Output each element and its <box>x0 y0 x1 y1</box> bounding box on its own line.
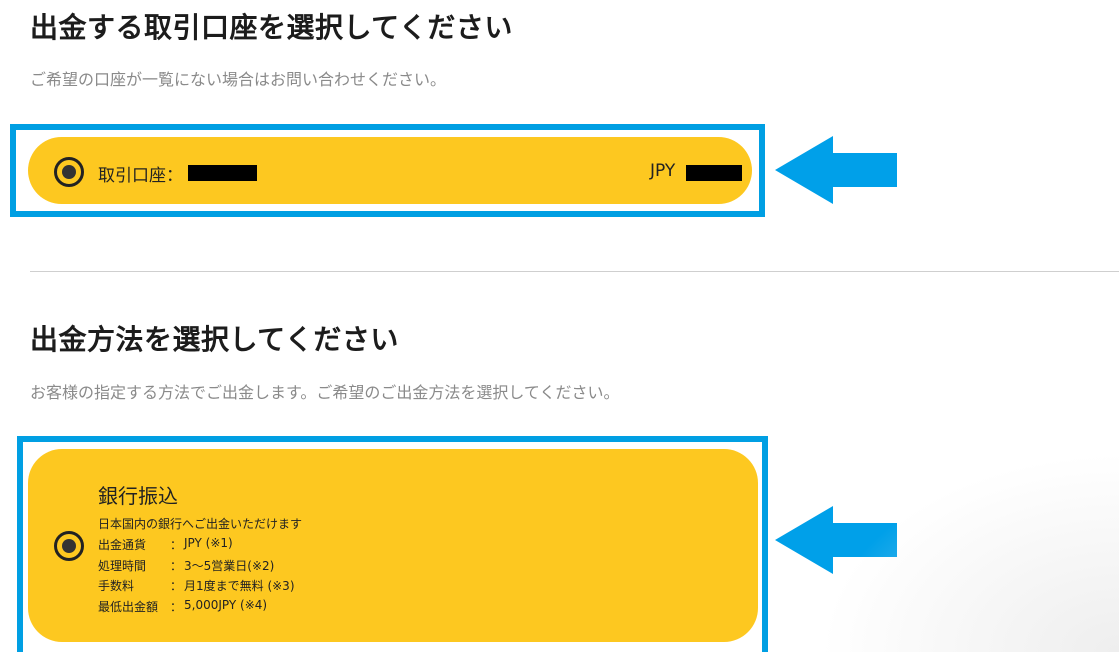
method-name: 銀行振込 <box>98 484 178 508</box>
detail-row: 出金通貨 ： JPY (※1) <box>98 536 295 557</box>
detail-row: 最低出金額 ： 5,000JPY (※4) <box>98 598 295 619</box>
detail-key: 処理時間 <box>98 558 147 573</box>
background-shade <box>819 452 1119 652</box>
account-option-card[interactable] <box>28 137 752 204</box>
detail-separator: ： <box>170 558 183 573</box>
detail-value: 5,000JPY (※4) <box>184 597 268 612</box>
method-section-title: 出金方法を選択してください <box>30 323 399 356</box>
detail-value: 3〜5営業日(※2) <box>184 558 275 573</box>
method-radio-icon[interactable] <box>54 531 84 561</box>
method-description: 日本国内の銀行へご出金いただけます <box>98 517 303 531</box>
method-option-card[interactable] <box>28 449 758 642</box>
account-balance-redacted <box>686 165 742 181</box>
detail-row: 手数料 ： 月1度まで無料 (※3) <box>98 577 295 598</box>
detail-separator: ： <box>170 579 183 593</box>
account-section-title: 出金する取引口座を選択してください <box>30 11 513 44</box>
method-section-subtitle: お客様の指定する方法でご出金します。ご希望のご出金方法を選択してください。 <box>30 383 620 402</box>
account-number-redacted <box>188 165 257 181</box>
detail-key: 手数料 <box>98 579 135 593</box>
detail-separator: ： <box>170 599 183 614</box>
account-currency: JPY <box>650 161 676 181</box>
detail-value: 月1度まで無料 (※3) <box>184 579 295 593</box>
detail-row: 処理時間 ： 3〜5営業日(※2) <box>98 557 295 578</box>
account-radio-icon[interactable] <box>54 157 84 187</box>
detail-key: 最低出金額 <box>98 599 159 614</box>
left-arrow-icon <box>775 136 897 204</box>
method-details: 出金通貨 ： JPY (※1) 処理時間 ： 3〜5営業日(※2) 手数料 ： … <box>98 536 295 618</box>
account-section-subtitle: ご希望の口座が一覧にない場合はお問い合わせください。 <box>30 70 447 89</box>
detail-key: 出金通貨 <box>98 538 147 552</box>
detail-value: JPY (※1) <box>184 536 233 550</box>
section-divider <box>30 271 1119 272</box>
account-label: 取引口座： <box>98 166 183 186</box>
detail-separator: ： <box>170 538 183 552</box>
